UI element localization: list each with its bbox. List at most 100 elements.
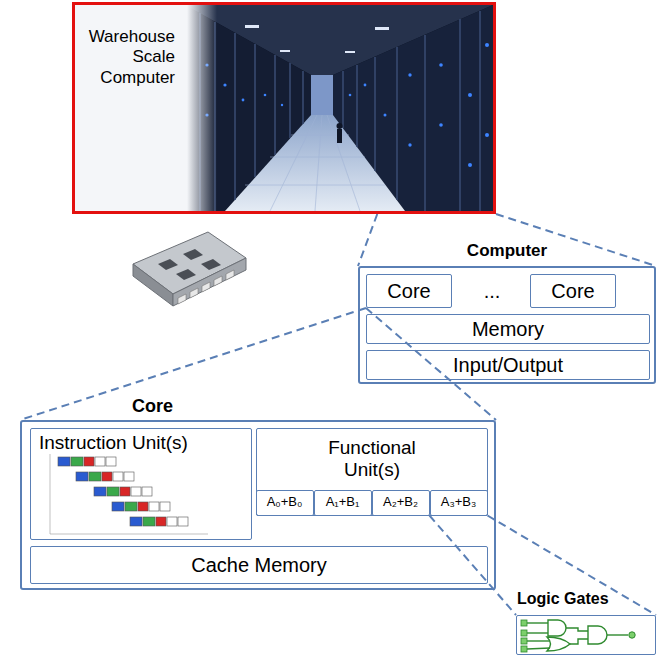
figure-part bbox=[89, 472, 101, 481]
figure-part bbox=[226, 270, 234, 280]
figure-part bbox=[345, 51, 355, 53]
figure-part bbox=[468, 93, 472, 97]
figure-part bbox=[315, 115, 322, 211]
figure-part bbox=[50, 534, 208, 535]
figure-part bbox=[125, 502, 137, 511]
photo-frame: Warehouse Scale Computer bbox=[72, 2, 496, 214]
figure-part bbox=[94, 487, 106, 496]
figure-part bbox=[95, 457, 105, 466]
figure-part bbox=[424, 35, 426, 211]
figure-part bbox=[607, 634, 628, 635]
figure-part bbox=[327, 115, 360, 211]
zoom-guide bbox=[358, 214, 656, 266]
adder-cell: A₀+B₀ bbox=[256, 490, 314, 516]
box-label: A₀+B₀ bbox=[267, 495, 303, 510]
io-band: Input/Output bbox=[366, 350, 650, 380]
figure-part bbox=[349, 94, 352, 97]
box-label: Input/Output bbox=[453, 354, 563, 377]
figure-part bbox=[396, 47, 398, 200]
functional-unit-box: Functional Unit(s) A₀+B₀ A₁+B₁ A₂+B₂ A₃+B₃ bbox=[256, 428, 488, 516]
figure-part bbox=[160, 502, 170, 511]
figure-part bbox=[356, 65, 358, 147]
box-heading: Computer bbox=[360, 241, 654, 261]
box-label: Warehouse Scale Computer bbox=[77, 27, 175, 88]
figure-part bbox=[173, 258, 246, 306]
figure-part bbox=[178, 517, 188, 526]
figure-part bbox=[280, 50, 290, 52]
figure-part bbox=[547, 637, 570, 651]
figure-part bbox=[337, 123, 343, 143]
figure-part bbox=[527, 620, 628, 651]
box-label: A₂+B₂ bbox=[383, 495, 418, 510]
figure-part bbox=[202, 282, 210, 292]
figure-part bbox=[245, 115, 385, 211]
figure-part bbox=[223, 83, 226, 86]
adder-cell: A₂+B₂ bbox=[372, 490, 430, 516]
logic-gates-figure bbox=[518, 617, 654, 653]
box-label: Instruction Unit(s) bbox=[39, 432, 243, 454]
logic-gates-box: Logic Gates bbox=[516, 615, 656, 655]
box-heading: Core bbox=[132, 396, 173, 417]
heading-holder: Computer bbox=[360, 241, 654, 261]
figure-part bbox=[270, 115, 317, 211]
heading-holder: Core bbox=[132, 396, 173, 417]
label-holder: Warehouse Scale Computer bbox=[77, 27, 175, 88]
figure-part bbox=[459, 19, 461, 211]
zoom-guide bbox=[20, 308, 496, 420]
dashed-line bbox=[488, 516, 657, 616]
box-heading: Logic Gates bbox=[517, 590, 609, 608]
figure-part bbox=[71, 457, 83, 466]
box-label: A₃+B₃ bbox=[441, 495, 477, 510]
instruction-unit-box: Instruction Unit(s) bbox=[30, 428, 252, 540]
figure-part bbox=[112, 502, 124, 511]
figure-part bbox=[156, 517, 166, 526]
figure-part bbox=[178, 294, 186, 304]
figure-part bbox=[408, 143, 411, 146]
figure-part bbox=[439, 63, 443, 67]
figure-part bbox=[201, 259, 221, 270]
figure-part bbox=[374, 57, 376, 171]
figure-part bbox=[225, 115, 405, 211]
figure-part bbox=[570, 639, 588, 644]
figure-part bbox=[479, 11, 481, 211]
figure-part bbox=[187, 5, 217, 211]
computer-box: ComputerCoreCoreMemoryInput/Output bbox=[358, 266, 656, 384]
core-box: Core bbox=[366, 274, 452, 308]
cache-band: Cache Memory bbox=[30, 546, 488, 584]
adder-cell: A₃+B₃ bbox=[430, 490, 488, 516]
figure-part bbox=[521, 638, 527, 644]
figure-part bbox=[158, 259, 178, 270]
figure-part bbox=[50, 454, 51, 534]
box-label: Functional Unit(s) bbox=[307, 437, 437, 481]
figure-part bbox=[245, 25, 389, 53]
figure-part bbox=[629, 632, 635, 638]
figure-part bbox=[468, 163, 472, 167]
figure-part bbox=[281, 104, 283, 106]
figure-part bbox=[138, 502, 148, 511]
figure-part bbox=[200, 11, 480, 211]
figure-part bbox=[274, 55, 276, 155]
memory-band: Memory bbox=[366, 314, 650, 344]
dashed-line bbox=[430, 516, 517, 616]
figure-part bbox=[75, 5, 187, 211]
figure-part bbox=[178, 270, 234, 304]
figure-part bbox=[521, 620, 527, 652]
figure-part bbox=[183, 249, 203, 260]
figure-part bbox=[242, 99, 245, 102]
figure-part bbox=[408, 73, 411, 76]
dashed-line bbox=[20, 308, 366, 420]
figure-part bbox=[527, 640, 550, 641]
figure-part bbox=[527, 622, 548, 623]
figure-part bbox=[527, 632, 548, 633]
figure-part bbox=[75, 5, 493, 211]
box-label: Cache Memory bbox=[191, 554, 327, 577]
figure-part bbox=[76, 472, 88, 481]
adder-cell: A₁+B₁ bbox=[314, 490, 372, 516]
figure-part bbox=[254, 44, 256, 177]
figure-part bbox=[214, 276, 222, 286]
figure-part bbox=[588, 626, 607, 644]
figure-part bbox=[521, 620, 527, 626]
figure-part bbox=[270, 157, 365, 158]
figure-part bbox=[364, 84, 367, 87]
figure-part bbox=[566, 628, 588, 631]
